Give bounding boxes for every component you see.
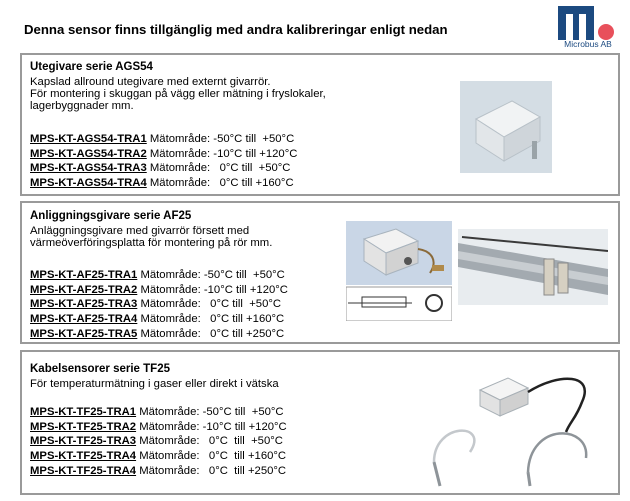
measuring-range: Mätområde: -50°C till +50°C xyxy=(136,406,284,418)
product-code: MPS-KT-TF25-TRA4 xyxy=(30,450,137,463)
spec-row: MPS-KT-AGS54-TRA2 Mätområde: -10°C till … xyxy=(30,147,297,162)
product-code: MPS-KT-TF25-TRA4 xyxy=(30,464,137,477)
measuring-range: Mätområde: -10°C till +120°C xyxy=(146,147,298,160)
spec-row: MPS-KT-TF25-TRA3 Mätområde: 0°C till +50… xyxy=(30,434,287,449)
description-line: Anläggningsgivare med givarrör försett m… xyxy=(30,225,250,237)
measuring-range: Mätområde: 0°C till +160°C xyxy=(136,450,287,463)
spec-row: MPS-KT-AGS54-TRA3 Mätområde: 0°C till +5… xyxy=(30,161,297,176)
description-line: värmeöverföringsplatta för montering på … xyxy=(30,237,273,250)
measuring-range: Mätområde: 0°C till +50°C xyxy=(137,298,282,311)
spec-list: MPS-KT-TF25-TRA1 Mätområde: -50°C till +… xyxy=(30,405,287,479)
measuring-range: Mätområde: 0°C till +250°C xyxy=(137,327,285,340)
spec-row: MPS-KT-AF25-TRA5 Mätområde: 0°C till +25… xyxy=(30,327,288,342)
product-panel-af25: Anliggningsgivare serie AF25 Anläggnings… xyxy=(20,201,620,344)
product-panel-tf25: Kabelsensorer serie TF25 För temperaturm… xyxy=(20,350,620,495)
spec-list: MPS-KT-AF25-TRA1 Mätområde: -50°C till +… xyxy=(30,268,288,342)
product-code: MPS-KT-AF25-TRA5 xyxy=(30,327,138,340)
spec-row: MPS-KT-AGS54-TRA4 Mätområde: 0°C till +1… xyxy=(30,176,297,191)
measuring-range: Mätområde: 0°C till +50°C xyxy=(136,435,283,448)
product-panel-ags54: Utegivare serie AGS54 Kapslad allround u… xyxy=(20,53,620,196)
description-line: lagerbyggnader mm. xyxy=(30,100,134,113)
product-code: MPS-KT-AF25-TRA2 xyxy=(30,283,138,296)
measuring-range: Mätområde: 0°C till +250°C xyxy=(136,464,287,477)
product-code: MPS-KT-TF25-TRA2 xyxy=(30,420,137,433)
description-line: Kapslad allround utegivare med externt g… xyxy=(30,76,271,88)
measuring-range: Mätområde: 0°C till +160°C xyxy=(146,177,294,190)
panel-title: Utegivare serie AGS54 xyxy=(30,61,153,73)
product-code: MPS-KT-AGS54-TRA2 xyxy=(30,147,147,160)
spec-row: MPS-KT-TF25-TRA4 Mätområde: 0°C till +16… xyxy=(30,449,287,464)
measuring-range: Mätområde: -10°C till +120°C xyxy=(136,420,287,433)
spec-list: MPS-KT-AGS54-TRA1 Mätområde: -50°C till … xyxy=(30,132,297,191)
contact-sensor-box-photo-icon xyxy=(346,221,452,321)
cable-sensor-photo-icon xyxy=(432,377,588,487)
panel-description: Anläggningsgivare med givarrör försett m… xyxy=(30,225,370,249)
product-code: MPS-KT-AF25-TRA4 xyxy=(30,313,138,326)
measuring-range: Mätområde: -50°C till +50°C xyxy=(146,133,295,145)
panel-title: Kabelsensorer serie TF25 xyxy=(30,363,170,375)
spec-row: MPS-KT-TF25-TRA1 Mätområde: -50°C till +… xyxy=(30,405,287,420)
product-code: MPS-KT-AGS54-TRA3 xyxy=(30,162,147,175)
measuring-range: Mätområde: -10°C till +120°C xyxy=(137,283,288,296)
product-code: MPS-KT-TF25-TRA3 xyxy=(30,435,137,448)
measuring-range: Mätområde: -50°C till +50°C xyxy=(137,269,285,281)
outdoor-sensor-box-photo-icon xyxy=(460,81,552,173)
product-code: MPS-KT-AGS54-TRA1 xyxy=(30,133,147,145)
panel-description: För temperaturmätning i gaser eller dire… xyxy=(30,378,370,390)
spec-row: MPS-KT-AF25-TRA3 Mätområde: 0°C till +50… xyxy=(30,297,288,312)
spec-row: MPS-KT-TF25-TRA2 Mätområde: -10°C till +… xyxy=(30,420,287,435)
product-code: MPS-KT-AF25-TRA1 xyxy=(30,269,138,281)
spec-row: MPS-KT-AF25-TRA2 Mätområde: -10°C till +… xyxy=(30,283,288,298)
microbus-logo xyxy=(558,6,614,40)
logo-text: Microbus AB xyxy=(564,39,612,49)
spec-row: MPS-KT-TF25-TRA4 Mätområde: 0°C till +25… xyxy=(30,464,287,479)
product-code: MPS-KT-TF25-TRA1 xyxy=(30,406,137,418)
description-line: För montering i skuggan på vägg eller mä… xyxy=(30,88,326,101)
spec-row: MPS-KT-AF25-TRA4 Mätområde: 0°C till +16… xyxy=(30,312,288,327)
product-code: MPS-KT-AGS54-TRA4 xyxy=(30,177,147,190)
panel-description: Kapslad allround utegivare med externt g… xyxy=(30,76,370,113)
spec-row: MPS-KT-AF25-TRA1 Mätområde: -50°C till +… xyxy=(30,268,288,283)
product-code: MPS-KT-AF25-TRA3 xyxy=(30,298,138,311)
spec-row: MPS-KT-AGS54-TRA1 Mätområde: -50°C till … xyxy=(30,132,297,147)
measuring-range: Mätområde: 0°C till +160°C xyxy=(137,313,285,326)
panel-title: Anliggningsgivare serie AF25 xyxy=(30,210,192,222)
measuring-range: Mätområde: 0°C till +50°C xyxy=(146,162,291,175)
description-line: För temperaturmätning i gaser eller dire… xyxy=(30,378,279,390)
pipe-mounted-sensor-photo-icon xyxy=(458,229,608,305)
page-heading: Denna sensor finns tillgänglig med andra… xyxy=(24,22,448,37)
